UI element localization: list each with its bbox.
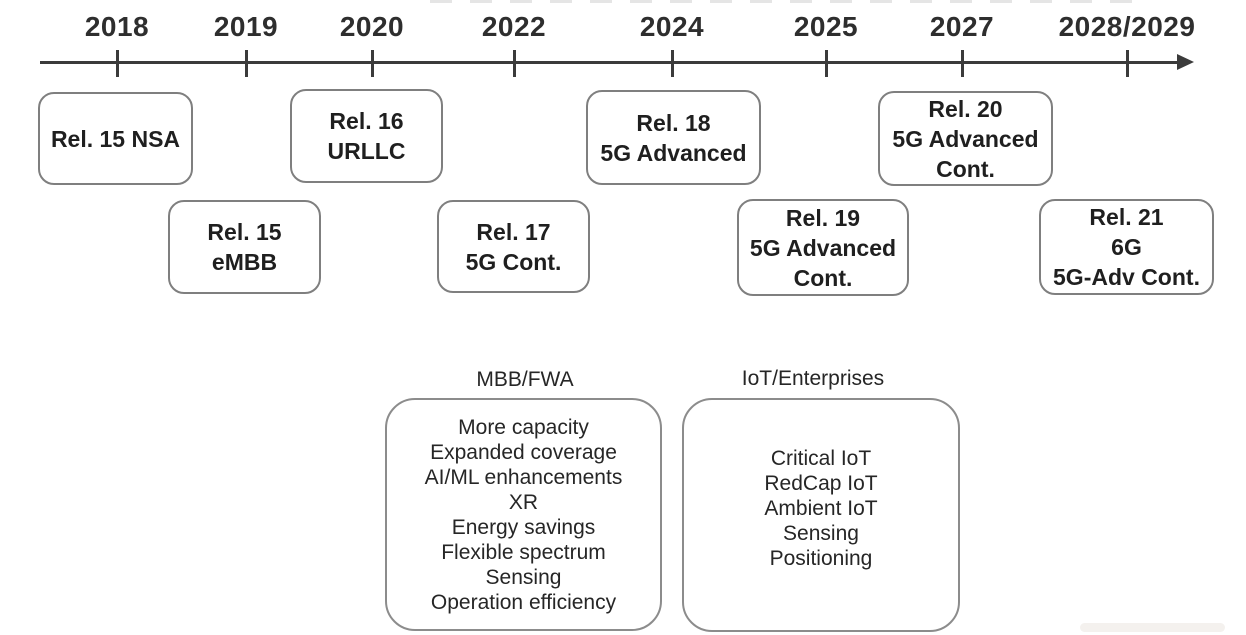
timeline-tick-2028-2029 [1126,50,1129,77]
feature-item: XR [508,490,539,514]
year-label-2019: 2019 [213,11,279,42]
year-label-2018: 2018 [84,11,150,42]
release-box-rel17-5g-cont: Rel. 17 5G Cont. [437,200,590,293]
group-label-iot-enterprises: IoT/Enterprises [741,367,885,390]
release-box-text: 5G Advanced [600,139,747,166]
feature-item: Expanded coverage [430,440,617,464]
year-label-2020: 2020 [339,11,405,42]
release-box-text: Rel. 18 [636,109,711,136]
release-box-text: Cont. [936,155,995,182]
release-box-text: Rel. 20 [928,95,1003,122]
feature-item: Energy savings [451,515,596,539]
year-label-2027: 2027 [929,11,995,42]
release-box-text: eMBB [211,249,278,275]
release-box-text: Rel. 15 [207,219,282,245]
year-label-2022: 2022 [481,11,547,42]
year-label-2028-2029: 2028/2029 [1058,11,1196,42]
release-box-rel15-nsa: Rel. 15 NSA [38,92,193,185]
timeline-axis [40,61,1180,64]
cropped-title-remnant [430,0,1150,3]
release-box-text: URLLC [327,138,406,164]
timeline-tick-2019 [245,50,248,77]
feature-item: Sensing [783,521,859,545]
release-box-text: 5G Advanced [749,234,897,261]
release-box-text: Rel. 19 [785,204,861,231]
release-box-rel15-embb: Rel. 15 eMBB [168,200,321,294]
feature-item: Ambient IoT [764,496,878,520]
feature-item: RedCap IoT [764,471,878,495]
timeline-tick-2020 [371,50,374,77]
feature-item: Flexible spectrum [441,540,606,564]
timeline-tick-2018 [116,50,119,77]
release-box-text: 5G Advanced [892,125,1039,152]
timeline-tick-2022 [513,50,516,77]
release-box-rel21-6g: Rel. 21 6G 5G-Adv Cont. [1039,199,1214,295]
year-label-2024: 2024 [639,11,705,42]
timeline-tick-2025 [825,50,828,77]
feature-item: Critical IoT [770,446,872,470]
feature-item: Operation efficiency [430,590,617,614]
feature-item: Positioning [769,546,873,570]
timeline-tick-2027 [961,50,964,77]
year-label-2025: 2025 [793,11,859,42]
release-box-rel16-urllc: Rel. 16 URLLC [290,89,443,183]
release-box-text: Rel. 15 NSA [50,125,181,152]
release-box-text: 6G [1111,234,1142,260]
release-box-rel18-5g-advanced: Rel. 18 5G Advanced [586,90,761,185]
feature-item: More capacity [458,415,589,439]
timeline-arrowhead-icon [1177,54,1194,70]
release-box-text: Rel. 17 [476,218,551,245]
feature-item: Sensing [485,565,562,589]
group-label-mbb-fwa: MBB/FWA [476,368,574,391]
timeline-tick-2024 [671,50,674,77]
feature-item: AI/ML enhancements [424,465,623,489]
artifact-smudge [1080,623,1225,632]
release-box-text: 5G-Adv Cont. [1053,264,1200,290]
release-box-text: Rel. 16 [329,108,404,134]
release-box-text: Cont. [793,264,853,291]
release-box-text: 5G Cont. [465,248,562,275]
release-box-text: Rel. 21 [1089,204,1164,230]
